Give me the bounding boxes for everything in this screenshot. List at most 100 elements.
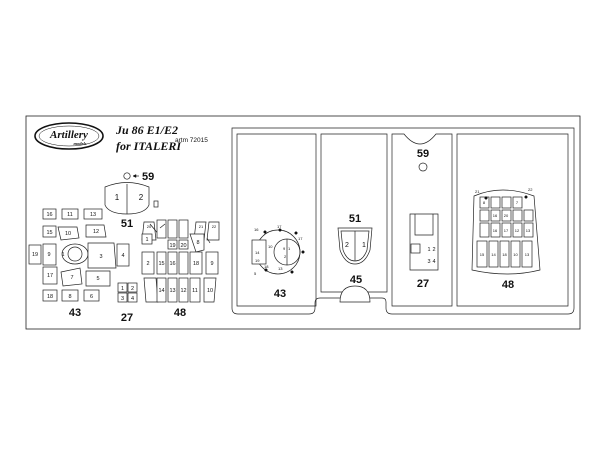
part-label: 7 — [516, 200, 519, 205]
label-51-right: 51 — [349, 213, 361, 225]
label-43-right: 43 — [274, 288, 286, 300]
right-canopy-51: 51 2 1 45 — [337, 213, 373, 303]
part-label: 15 — [480, 252, 485, 257]
right-parts-27: 59 1 2 3 4 27 — [409, 148, 439, 290]
part-label: 1 — [121, 286, 124, 292]
canopy-part-1: 1 — [115, 193, 120, 202]
part-label: 22 — [528, 187, 533, 192]
part-label: 21 — [475, 189, 480, 194]
part-label: 4 — [131, 296, 134, 302]
part-label: 2 — [131, 286, 134, 292]
part-label: 18 — [264, 264, 269, 269]
part-label: 4 — [121, 253, 124, 259]
part-label: 13 — [169, 288, 175, 294]
part-label: 18 — [193, 261, 199, 267]
part-label: 3 — [121, 296, 124, 302]
part-label: 16 — [46, 212, 52, 218]
right-parts-48: 21 22 8 7 16 20 16 17 12 13 15 14 18 10 … — [471, 187, 541, 291]
left-parts-48: 20 21 22 1 19 20 8 2 15 16 18 9 14 13 12… — [141, 219, 220, 319]
canopy-part-1-right: 1 — [362, 242, 366, 249]
part-label: 13 — [526, 228, 531, 233]
part-label: 14 — [158, 288, 164, 294]
part-label: 20 — [180, 243, 186, 249]
part-label: 9 — [283, 246, 286, 251]
part-label: 16 — [493, 213, 498, 218]
part-label: 10 — [268, 244, 273, 249]
part-label: 11 — [67, 212, 73, 218]
part-label: 18 — [502, 252, 507, 257]
part-label: 4 — [432, 259, 435, 265]
part-label: 10 — [207, 288, 213, 294]
part-label: 20 — [504, 213, 509, 218]
part-label: 16 — [169, 261, 175, 267]
label-59-right: 59 — [417, 148, 429, 160]
part-label: 16 — [493, 228, 498, 233]
part-label: 5 — [96, 276, 99, 282]
part-label: 1 — [145, 237, 148, 243]
canopy-part-2-right: 2 — [345, 242, 349, 249]
part-label: 15 — [46, 230, 52, 236]
part-label: 17 — [298, 236, 303, 241]
part-label: 1 — [61, 252, 64, 258]
left-parts-27: 1 2 3 4 27 — [117, 282, 138, 324]
part-label: 6 — [90, 294, 93, 300]
label-51: 51 — [121, 218, 133, 230]
part-label: 3 — [99, 254, 102, 260]
part-59-circle — [123, 172, 131, 180]
product-code: artm 72015 — [175, 137, 208, 144]
kit-subtitle: for ITALERI — [116, 139, 182, 153]
part-label: 14 — [255, 250, 260, 255]
part-label: 2 — [432, 247, 435, 253]
part-label: 11 — [192, 288, 198, 294]
part-label: 19 — [169, 243, 175, 249]
part-label: 13 — [90, 212, 96, 218]
label-27-right: 27 — [417, 278, 429, 290]
part-label: 3 — [427, 259, 430, 265]
label-59: 59 — [142, 171, 154, 183]
part-label: 19 — [255, 258, 260, 263]
part-label: 13 — [278, 266, 283, 271]
part-label: 12 — [515, 228, 520, 233]
part-label: 18 — [47, 294, 53, 300]
part-label: 8 — [196, 240, 199, 246]
part-label: 5 — [254, 271, 257, 276]
part-label: 12 — [93, 229, 99, 235]
part-label: 17 — [47, 273, 53, 279]
part-label: 17 — [277, 224, 282, 229]
part-label: 16 — [254, 227, 259, 232]
part-label: 2 — [284, 254, 287, 259]
right-parts-43: 16 17 14 19 9 1 2 10 17 18 13 5 43 — [251, 224, 305, 300]
part-label: 1 — [288, 246, 291, 251]
canopy-part-2: 2 — [139, 193, 144, 202]
logo-text: Artillery — [49, 129, 88, 141]
part-label: 9 — [47, 252, 50, 258]
part-label: 20 — [147, 224, 152, 229]
part-label: 13 — [525, 252, 530, 257]
part-label: 15 — [158, 261, 164, 267]
part-label: 17 — [504, 228, 509, 233]
part-label: 12 — [180, 288, 186, 294]
part-label: 10 — [513, 252, 518, 257]
label-45: 45 — [350, 274, 362, 286]
label-43-left: 43 — [69, 307, 81, 319]
part-label: 21 — [199, 224, 204, 229]
part-label: 22 — [212, 224, 217, 229]
part-label: 14 — [491, 252, 496, 257]
label-48-left: 48 — [174, 307, 186, 319]
part-label: 1 — [427, 247, 430, 253]
kit-title: Ju 86 E1/E2 — [115, 123, 178, 137]
part-label: 10 — [65, 231, 71, 237]
artillery-logo: Artillery models — [34, 122, 104, 150]
part-label: 8 — [483, 200, 486, 205]
label-27-left: 27 — [121, 312, 133, 324]
part-label: 2 — [146, 261, 149, 267]
part-label: 19 — [32, 252, 38, 258]
logo-subtext: models — [74, 141, 87, 146]
part-label: 8 — [68, 294, 71, 300]
right-frame — [231, 127, 575, 315]
left-parts-43: 16 11 13 15 10 12 19 9 1 3 4 17 7 5 18 8… — [28, 208, 130, 319]
part-label: 9 — [210, 261, 213, 267]
label-48-right: 48 — [502, 279, 514, 291]
part-label: 7 — [70, 275, 73, 281]
